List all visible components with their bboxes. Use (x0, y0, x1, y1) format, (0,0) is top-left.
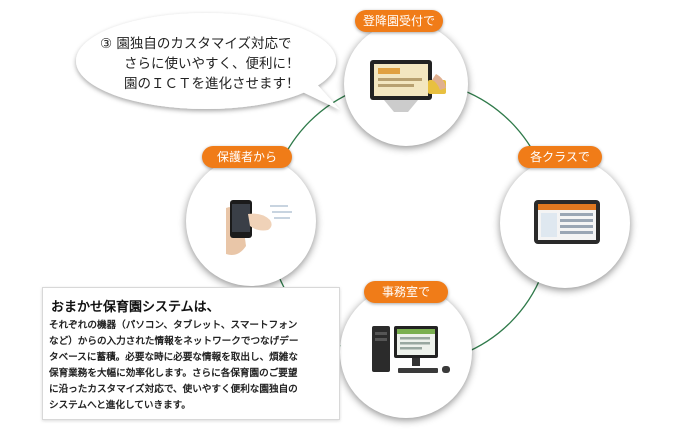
smartphone-parent-image (226, 200, 292, 255)
speech-bubble-line-1: ③ 園独自のカスタマイズ対応で (100, 36, 292, 52)
speech-bubble-line-2: さらに使いやすく、便利に！ (124, 56, 300, 72)
description-body: それぞれの機器（パソコン、タブレット、スマートフォン など）からの入力された情報… (49, 318, 337, 414)
description-line-4: 保育業務を大幅に効率化します。さらに各保育園のご要望 (49, 368, 298, 379)
description-line-1: それぞれの機器（パソコン、タブレット、スマートフォン (49, 320, 298, 331)
node-office (340, 286, 472, 418)
label-class: 各クラスで (518, 146, 602, 168)
label-office: 事務室で (364, 281, 448, 303)
desktop-office-image (372, 326, 450, 373)
tablet-reception-image (370, 60, 446, 112)
node-reception (344, 22, 468, 146)
description-title: おまかせ保育園システムは、 (51, 300, 220, 315)
node-parent (186, 156, 316, 286)
tablet-class-image (534, 200, 600, 244)
description-box: おまかせ保育園システムは、 それぞれの機器（パソコン、タブレット、スマートフォン… (42, 287, 340, 420)
node-class (500, 158, 630, 288)
description-line-2: など）からの入力された情報をネットワークでつなげデー (49, 336, 299, 347)
description-line-5: に沿ったカスタマイズ対応で、使いやすく便利な園独自の (49, 384, 298, 395)
label-reception: 登降園受付で (355, 10, 443, 32)
description-line-6: システムへと進化していきます。 (49, 400, 191, 411)
speech-bubble-line-3: 園のＩＣＴを進化させます！ (124, 76, 300, 92)
label-parent: 保護者から (202, 146, 292, 168)
description-line-3: タベースに蓄積。必要な時に必要な情報を取出し、煩雑な (49, 352, 298, 363)
